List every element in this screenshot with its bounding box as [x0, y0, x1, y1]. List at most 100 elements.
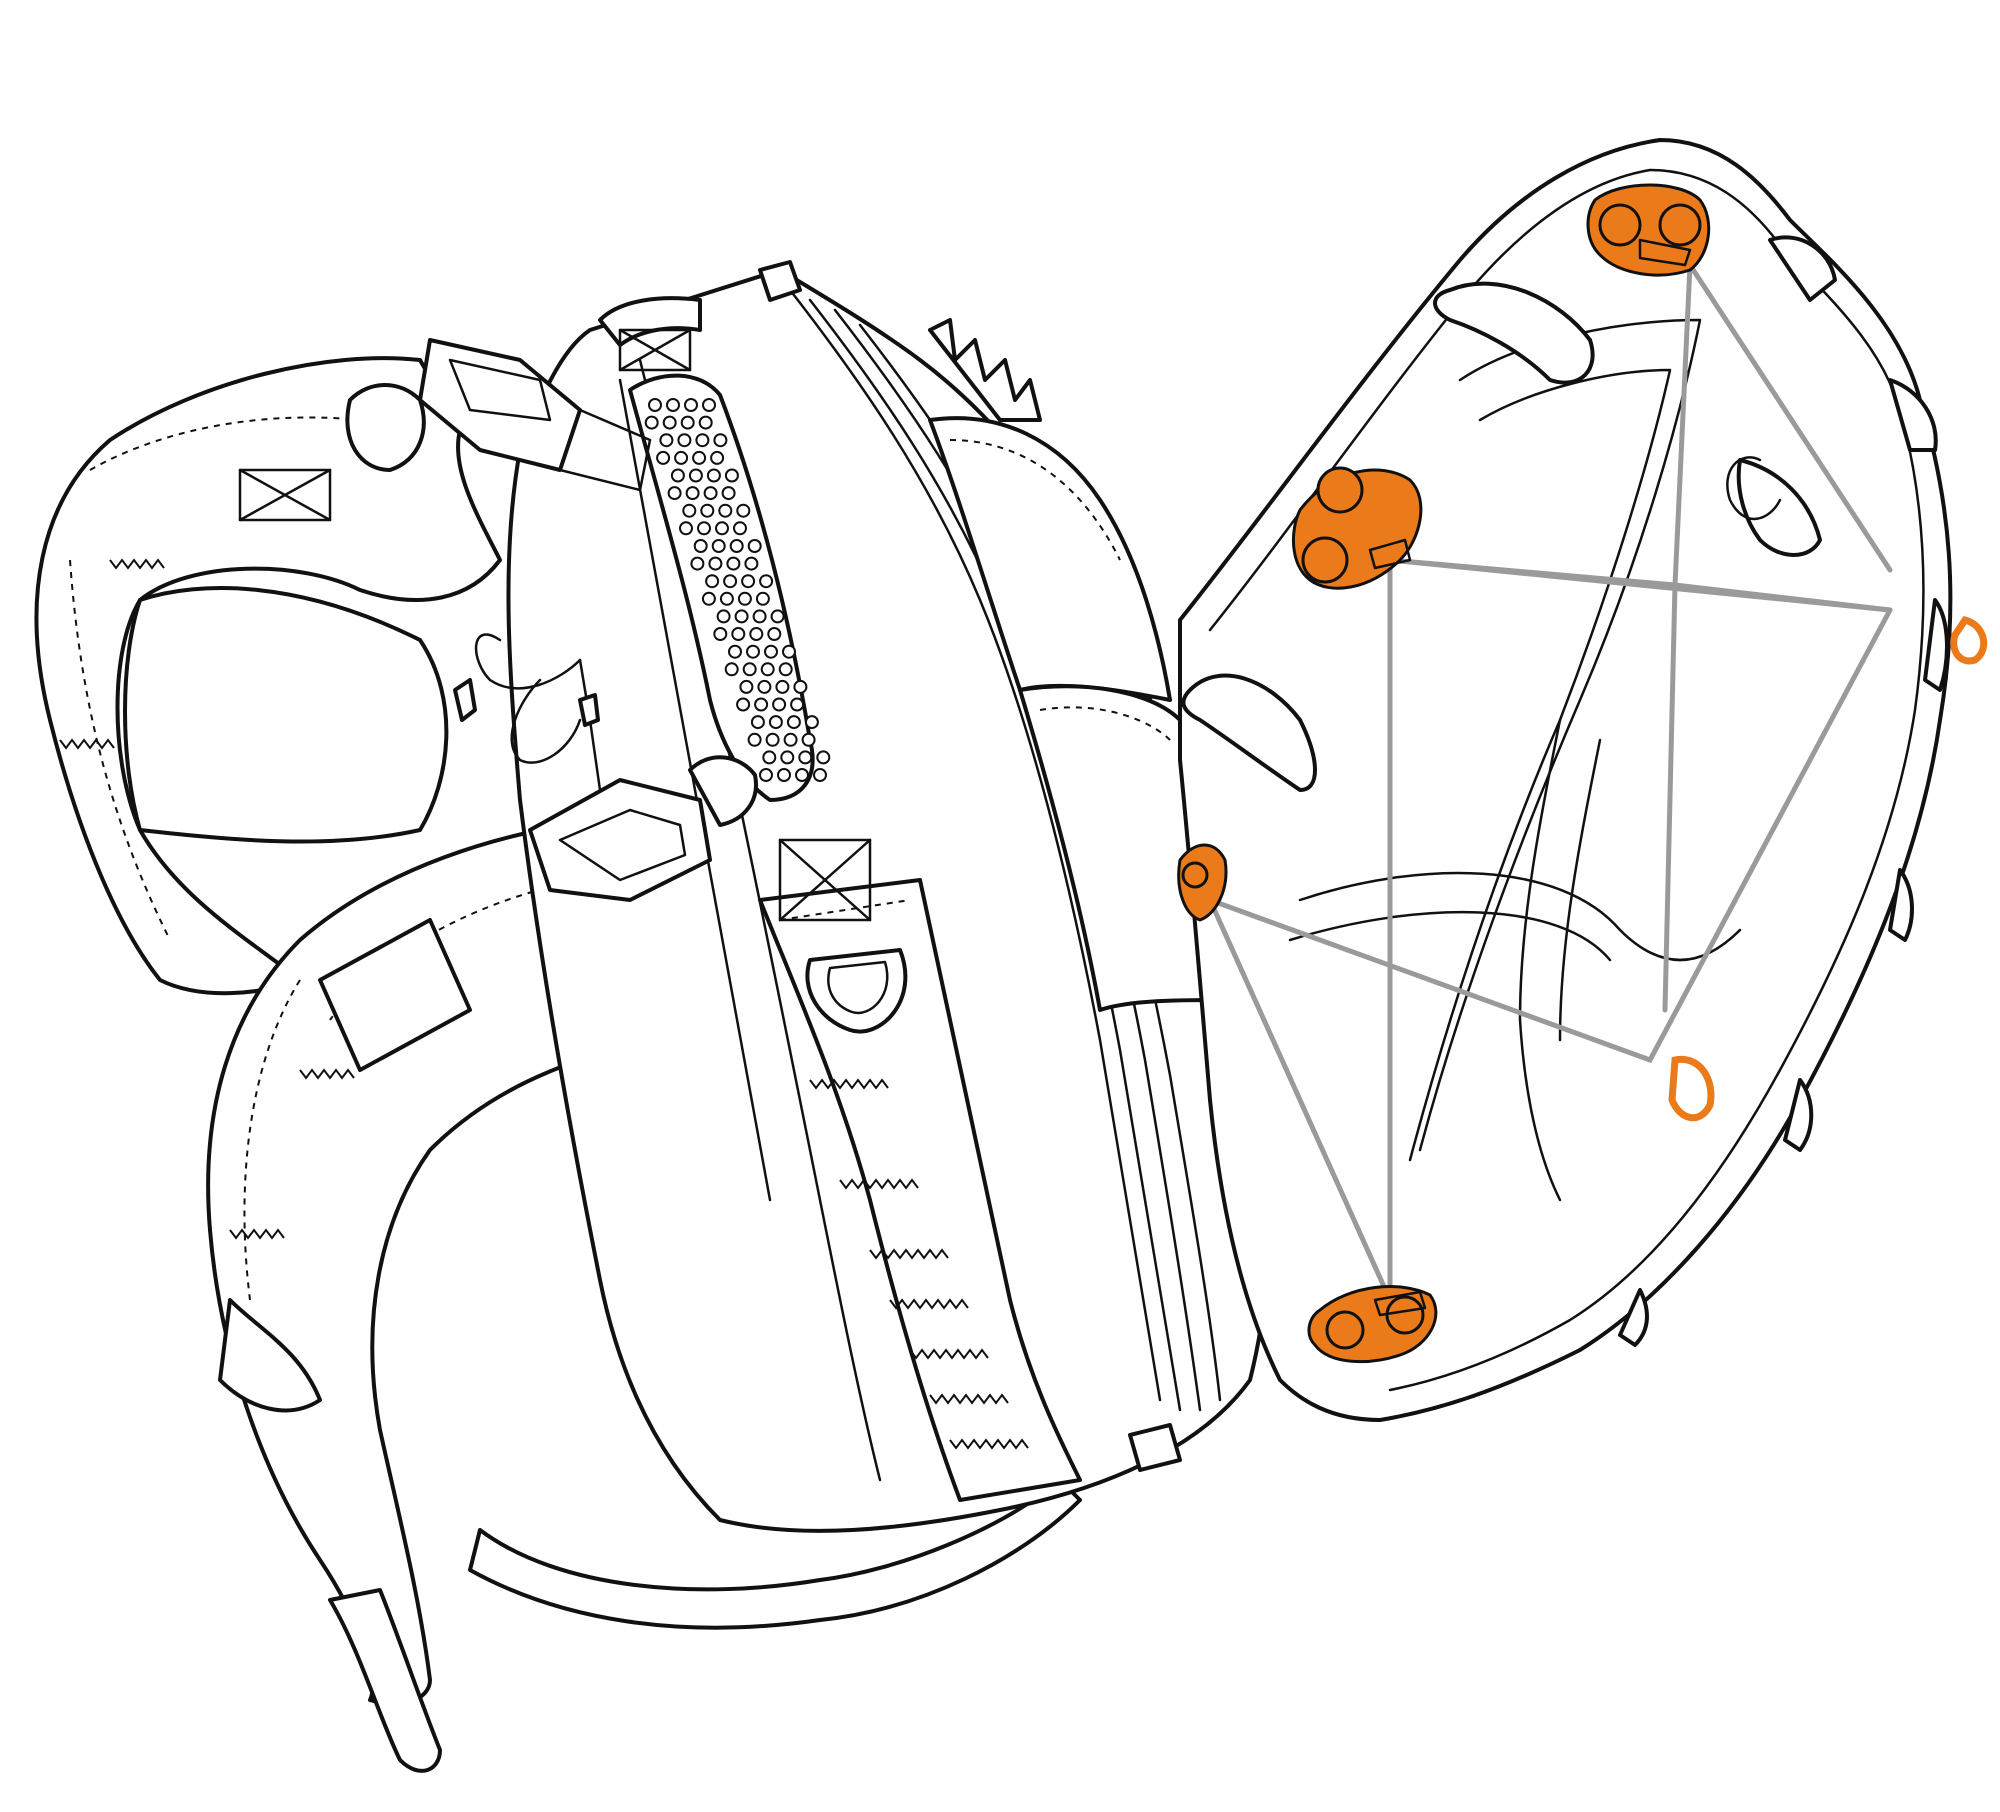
perforation-dot — [692, 450, 707, 465]
perforation-dot — [739, 679, 754, 694]
perforation-dot — [736, 503, 751, 518]
perforation-dot — [737, 591, 752, 606]
perforation-dot — [778, 662, 793, 677]
webbing-bartacks — [809, 1078, 1029, 1450]
perforation-dot — [724, 468, 739, 483]
perforation-dot — [755, 591, 770, 606]
perforation-dot — [677, 433, 692, 448]
perforation-dot — [716, 609, 731, 624]
perforation-dot — [648, 398, 662, 412]
perforation-dot — [723, 574, 738, 589]
orange-ring-icon — [1950, 616, 1988, 665]
orange-shelf-hook-icon — [1586, 183, 1711, 277]
perforation-dot — [724, 662, 739, 677]
perforation-dot — [752, 609, 767, 624]
perforation-dot — [764, 644, 778, 659]
perforation-dot — [644, 415, 659, 430]
sternum-cord — [453, 633, 602, 792]
perforation-dot — [695, 433, 710, 448]
perforation-dot — [721, 486, 736, 501]
perforation-dot — [775, 679, 790, 694]
perforation-dot — [816, 750, 831, 765]
perforation-dot — [777, 768, 791, 782]
perforation-dot — [770, 609, 785, 624]
perforation-dot — [759, 574, 774, 589]
perforation-dot — [682, 503, 697, 518]
perforation-dot — [713, 433, 728, 448]
perforation-dot — [685, 486, 700, 501]
perforation-dot — [742, 662, 757, 677]
perforation-dot — [765, 732, 780, 747]
x-stitch-box-front — [778, 838, 872, 922]
perforation-dot — [693, 539, 708, 553]
side-release-buckle-icon — [528, 755, 758, 902]
perforation-dot — [750, 715, 765, 730]
strap-keeper — [318, 918, 472, 1072]
perforation-dot — [706, 468, 721, 483]
waist-strap — [328, 1478, 1082, 1773]
perforation-dot — [790, 697, 805, 712]
perforation-dot — [741, 574, 756, 589]
perforation-dot — [793, 679, 808, 694]
perforation-dot — [734, 609, 749, 624]
perforation-dot — [700, 503, 715, 518]
perforation-dot — [656, 450, 671, 465]
perforation-dot — [688, 468, 703, 483]
perforation-dot — [760, 662, 775, 677]
d-ring-icon — [805, 948, 908, 1034]
perforation-dot — [703, 486, 718, 501]
perforation-dot — [715, 521, 729, 536]
perforation-dot — [702, 398, 716, 412]
perforation-dot — [701, 591, 716, 606]
perforation-dot — [666, 398, 680, 412]
perforation-dot — [697, 521, 711, 536]
perforation-dot — [679, 521, 693, 536]
perforation-dot — [728, 644, 742, 659]
perforation-dot — [782, 644, 796, 659]
front-webbing — [758, 838, 1182, 1502]
perforation-dot — [698, 415, 713, 430]
zipper-pull-icon — [758, 260, 802, 302]
orange-ring-icon — [1668, 1055, 1715, 1122]
perforation-dot — [747, 539, 762, 553]
zipper-pull-icon — [1128, 1423, 1182, 1472]
perforation-dot — [736, 697, 751, 712]
perforation-dot — [684, 398, 698, 412]
perforation-dot — [762, 750, 777, 765]
perforation-dot — [795, 768, 809, 782]
orange-shelf-hook-icon — [1307, 1285, 1438, 1364]
perforation-dot — [786, 715, 801, 730]
perforation-dot — [710, 450, 725, 465]
x-stitch-box-left — [238, 468, 332, 522]
perforation-dot — [718, 503, 733, 518]
orange-shelf-hook-icon — [1177, 843, 1228, 922]
perforation-dot — [667, 486, 682, 501]
perforation-dot — [767, 627, 782, 641]
perforation-dot — [711, 539, 726, 553]
bungee-cords — [1207, 262, 1893, 1303]
perforation-dot — [798, 750, 813, 765]
perforation-dot — [783, 732, 798, 747]
perforation-dot — [804, 715, 819, 730]
perforation-dot — [754, 697, 769, 712]
side-release-buckle-icon — [345, 338, 652, 492]
perforation-dot — [674, 450, 689, 465]
open-lid-panel — [1178, 138, 1953, 1422]
perforation-dot — [749, 627, 764, 641]
perforation-dot — [731, 627, 746, 641]
perforation-dot — [690, 556, 705, 571]
perforation-dot — [733, 521, 747, 536]
perforation-dot — [744, 556, 759, 571]
perforation-dot — [670, 468, 685, 483]
perforation-dot — [780, 750, 795, 765]
perforation-dot — [768, 715, 783, 730]
perforation-dot — [757, 679, 772, 694]
grab-handle — [628, 373, 831, 802]
left-shoulder-strap — [34, 356, 502, 996]
handle-perforation-dots — [644, 398, 831, 782]
perforation-dot — [659, 433, 674, 448]
perforation-dot — [726, 556, 741, 571]
perforation-dot — [746, 644, 760, 659]
perforation-dot — [705, 574, 720, 589]
